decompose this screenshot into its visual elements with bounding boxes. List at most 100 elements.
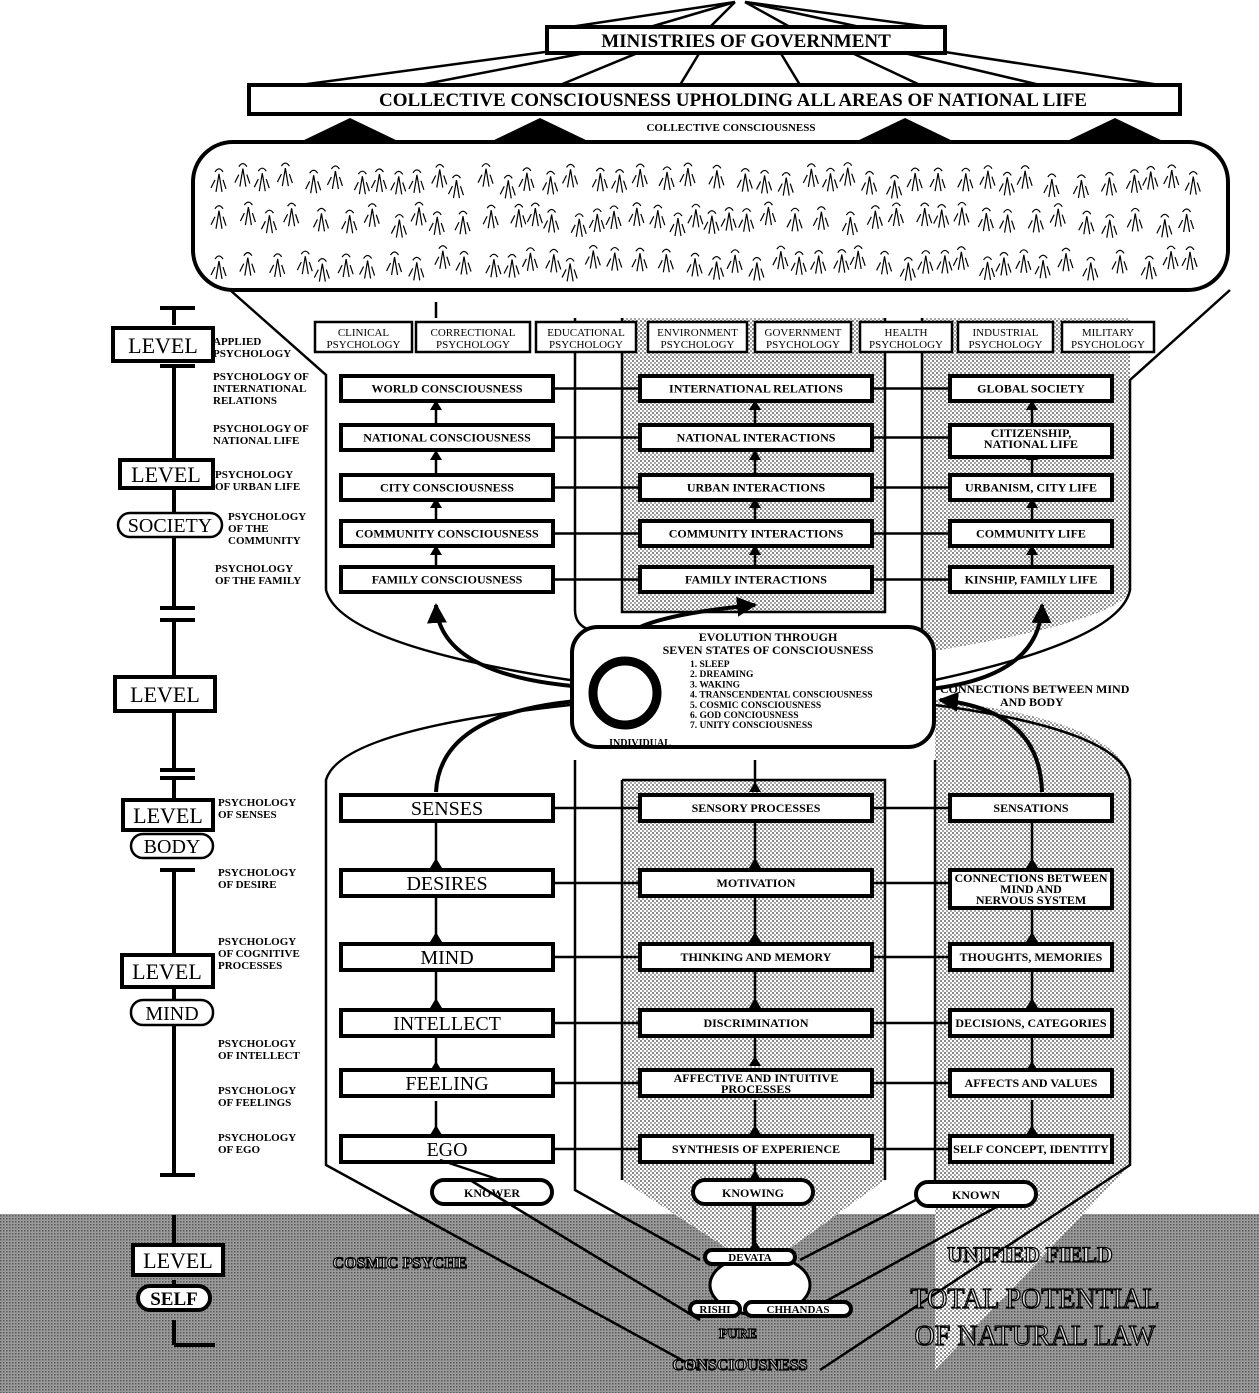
side-label: PSYCHOLOGY [218, 867, 296, 879]
side-label: OF FEELINGS [218, 1097, 291, 1109]
side-label: OF INTELLECT [218, 1050, 300, 1062]
cosmic-psyche-label: COSMIC PSYCHE [333, 1255, 468, 1272]
side-label: NATIONAL LIFE [213, 435, 299, 447]
society_rows-right-label: GLOBAL SOCIETY [977, 382, 1085, 396]
applied-psychology-label: PSYCHOLOGY [869, 339, 943, 351]
society_rows-mid-label: INTERNATIONAL RELATIONS [669, 382, 843, 396]
individual_rows-left-label: INTELLECT [393, 1013, 501, 1035]
level-badge-society: LEVEL [131, 462, 201, 487]
applied-psychology-label: PSYCHOLOGY [969, 339, 1043, 351]
applied-psychology-label: PSYCHOLOGY [327, 339, 401, 351]
pure-label: PURE [719, 1327, 757, 1342]
devata-label: DEVATA [728, 1252, 771, 1264]
individual_rows-left-label: FEELING [405, 1073, 488, 1095]
individual_rows-left-label: MIND [420, 947, 473, 969]
applied-psychology-label: CLINICAL [338, 327, 390, 339]
applied-psychology-label: ENVIRONMENT [657, 327, 738, 339]
society_rows-left-label: NATIONAL CONSCIOUSNESS [363, 431, 531, 445]
applied-psychology-label: PSYCHOLOGY [1071, 339, 1145, 351]
state-item: 7. UNITY CONSCIOUSNESS [690, 721, 812, 731]
level-badge-between: LEVEL [130, 682, 200, 707]
known-label: KNOWN [952, 1188, 1000, 1202]
applied-psychology-label: MILITARY [1082, 327, 1134, 339]
individual_rows-right-label: NERVOUS SYSTEM [976, 893, 1086, 907]
side-label: PSYCHOLOGY [218, 797, 296, 809]
society-label: SOCIETY [128, 515, 212, 537]
applied-psychology-label: PSYCHOLOGY [436, 339, 510, 351]
individual_rows-mid-label: THINKING AND MEMORY [681, 950, 832, 964]
level-badge-mind: LEVEL [132, 959, 202, 984]
level-badge-body: LEVEL [133, 803, 203, 828]
side-label: OF EGO [218, 1144, 261, 1156]
individual_rows-left-label: SENSES [411, 798, 483, 820]
side-label: APPLIED [213, 336, 261, 348]
society_rows-left-label: COMMUNITY CONSCIOUSNESS [355, 527, 539, 541]
individual_rows-left-label: EGO [426, 1139, 467, 1161]
self-label: SELF [150, 1289, 198, 1310]
society_rows-mid-label: COMMUNITY INTERACTIONS [669, 527, 844, 541]
individual_rows-right-label: SENSATIONS [993, 801, 1068, 815]
society_rows-right-label: COMMUNITY LIFE [976, 527, 1086, 541]
ministries-label: MINISTRIES OF GOVERNMENT [601, 31, 891, 52]
individual-label: INDIVIDUAL [609, 738, 671, 749]
individual_rows-right-label: DECISIONS, CATEGORIES [955, 1016, 1106, 1030]
side-label: PSYCHOLOGY [218, 1085, 296, 1097]
side-label: PSYCHOLOGY [213, 348, 291, 360]
body-label: BODY [144, 836, 201, 858]
side-label: INTERNATIONAL [213, 383, 306, 395]
side-label: OF URBAN LIFE [215, 481, 300, 493]
applied-psychology-label: GOVERNMENT [765, 327, 842, 339]
unified-field-label: UNIFIED FIELD [947, 1242, 1113, 1267]
side-label: OF SENSES [218, 809, 277, 821]
individual_rows-mid-label: DISCRIMINATION [703, 1016, 808, 1030]
applied-psychology-label: PSYCHOLOGY [549, 339, 623, 351]
connections-label-1: CONNECTIONS BETWEEN MIND [940, 682, 1130, 696]
state-item: 3. WAKING [690, 680, 741, 690]
applied-psychology-row: CLINICALPSYCHOLOGYCORRECTIONALPSYCHOLOGY… [315, 322, 1154, 352]
level-badge-applied: LEVEL [128, 333, 198, 358]
individual_rows-mid-label: SENSORY PROCESSES [692, 801, 821, 815]
evolution-title-2: SEVEN STATES OF CONSCIOUSNESS [663, 643, 874, 657]
connections-label-2: AND BODY [1000, 695, 1064, 709]
side-label: PSYCHOLOGY [218, 936, 296, 948]
side-label: OF DESIRE [218, 879, 277, 891]
evolution-title-1: EVOLUTION THROUGH [699, 630, 838, 644]
total-potential-label-1: TOTAL POTENTIAL [911, 1284, 1160, 1315]
society_rows-mid-label: FAMILY INTERACTIONS [685, 573, 827, 587]
individual_rows-mid-label: MOTIVATION [717, 876, 796, 890]
applied-psychology-label: HEALTH [885, 327, 928, 339]
society_rows-left-label: FAMILY CONSCIOUSNESS [372, 573, 523, 587]
state-item: 6. GOD CONCIOUSNESS [690, 711, 798, 721]
chhandas-label: CHHANDAS [767, 1304, 830, 1316]
level-badges: LEVEL LEVEL SOCIETY LEVEL LEVEL BODY LEV… [113, 328, 223, 1310]
side-label: PSYCHOLOGY [215, 469, 293, 481]
side-label: PROCESSES [218, 960, 282, 972]
applied-psychology-label: INDUSTRIAL [973, 327, 1039, 339]
side-label: OF COGNITIVE [218, 948, 300, 960]
society_rows-left-label: WORLD CONSCIOUSNESS [371, 382, 522, 396]
state-item: 4. TRANSCENDENTAL CONSCIOUSNESS [690, 691, 873, 701]
mind-label: MIND [145, 1003, 198, 1025]
individual_rows-right-label: THOUGHTS, MEMORIES [960, 950, 1103, 964]
side-label: OF THE [228, 523, 269, 535]
side-label: PSYCHOLOGY [218, 1038, 296, 1050]
society_rows-mid-label: NATIONAL INTERACTIONS [677, 431, 836, 445]
society_rows-right-label: NATIONAL LIFE [984, 437, 1078, 451]
applied-psychology-label: CORRECTIONAL [431, 327, 516, 339]
individual_rows-left-label: DESIRES [406, 873, 487, 895]
state-item: 1. SLEEP [690, 660, 730, 670]
side-label: PSYCHOLOGY [215, 563, 293, 575]
side-psychology-labels: APPLIEDPSYCHOLOGYPSYCHOLOGY OFINTERNATIO… [213, 336, 309, 1156]
applied-psychology-label: EDUCATIONAL [547, 327, 625, 339]
total-potential-label-2: OF NATURAL LAW [915, 1321, 1156, 1352]
side-label: OF THE FAMILY [215, 575, 301, 587]
society_rows-right-label: URBANISM, CITY LIFE [965, 481, 1097, 495]
applied-psychology-label: PSYCHOLOGY [661, 339, 735, 351]
side-label: PSYCHOLOGY OF [213, 423, 309, 435]
individual_rows-mid-label: SYNTHESIS OF EXPERIENCE [672, 1142, 840, 1156]
level-badge-self: LEVEL [143, 1248, 213, 1273]
consciousness-label: CONSCIOUSNESS [672, 1357, 807, 1374]
society_rows-right-label: KINSHIP, FAMILY LIFE [965, 573, 1098, 587]
individual_rows-mid-label: PROCESSES [721, 1082, 791, 1096]
